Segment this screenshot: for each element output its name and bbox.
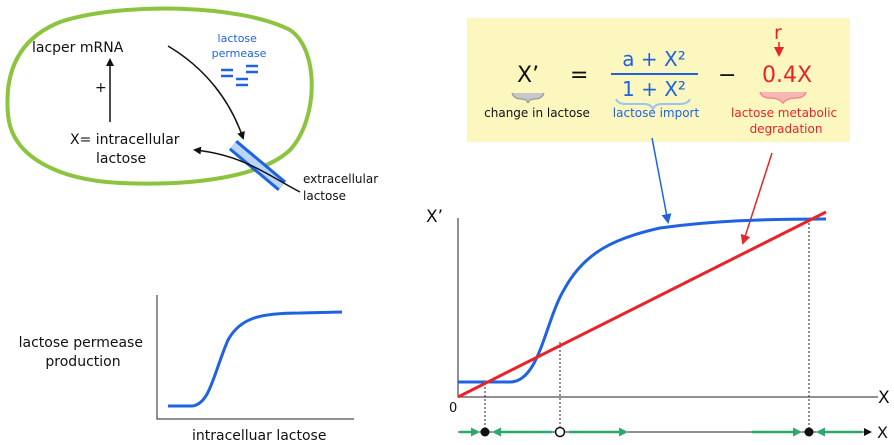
equation-minus: − bbox=[718, 63, 736, 88]
import-caption: lactose import bbox=[613, 106, 700, 120]
degradation-pointer-arrow bbox=[740, 152, 773, 245]
unstable-fixed-point bbox=[554, 426, 566, 438]
equation-numerator: a + X² bbox=[622, 47, 685, 71]
lactose-import-arrow bbox=[193, 146, 301, 193]
import-brace bbox=[615, 98, 691, 112]
equation-lhs: X’ bbox=[517, 63, 539, 88]
degradation-line bbox=[457, 210, 827, 399]
equation-denominator: 1 + X² bbox=[622, 77, 686, 101]
permease-protein-glyphs bbox=[221, 64, 258, 87]
phase-line-label: X bbox=[877, 423, 888, 442]
cell-membrane bbox=[5, 6, 314, 186]
equation-box bbox=[467, 18, 850, 142]
small-chart-ylabel: lactose permease production bbox=[19, 335, 148, 370]
intracellular-lactose-label: X= intracellular lactose bbox=[70, 132, 184, 167]
small-chart-xlabel: intracelluar lactose bbox=[192, 428, 326, 444]
lhs-brace bbox=[511, 92, 545, 104]
extracellular-lactose-label: extracellular lactose bbox=[303, 172, 382, 203]
small-chart-axes bbox=[156, 295, 354, 420]
import-pointer-arrow bbox=[651, 137, 672, 224]
degradation-term: 0.4X bbox=[762, 63, 812, 88]
mrna-label: lacper mRNA bbox=[32, 40, 124, 56]
stable-fixed-point-low bbox=[480, 427, 490, 437]
mrna-to-permease-arrow bbox=[167, 45, 245, 140]
lhs-caption: change in lactose bbox=[484, 106, 590, 120]
stable-fixed-point-high bbox=[804, 427, 814, 437]
equation-equals: = bbox=[570, 63, 588, 88]
lactose-import-curve bbox=[458, 217, 827, 384]
main-plot-axes bbox=[457, 218, 878, 398]
main-plot-xlabel: X bbox=[878, 388, 890, 408]
permease-sigmoid-curve bbox=[168, 310, 343, 408]
main-plot-ylabel: X’ bbox=[426, 207, 443, 227]
equation-panel: X’ = a + X² 1 + X² − r 0.4X change in la… bbox=[467, 18, 850, 142]
main-plot: X’ X 0 bbox=[426, 207, 890, 432]
origin-label: 0 bbox=[449, 401, 457, 416]
degradation-caption: lactose metabolic degradation bbox=[731, 106, 841, 136]
plus-sign: + bbox=[95, 80, 107, 96]
phase-line: X bbox=[458, 423, 888, 442]
permease-label: lactose permease bbox=[212, 32, 267, 60]
fixed-point-guides bbox=[484, 219, 810, 432]
cell-diagram: lacper mRNA lactose permease + X= intrac… bbox=[5, 6, 382, 203]
degradation-brace bbox=[759, 91, 807, 105]
permease-channel bbox=[228, 140, 287, 191]
rate-symbol: r bbox=[774, 22, 782, 44]
permease-response-chart: lactose permease production intracelluar… bbox=[19, 295, 354, 444]
